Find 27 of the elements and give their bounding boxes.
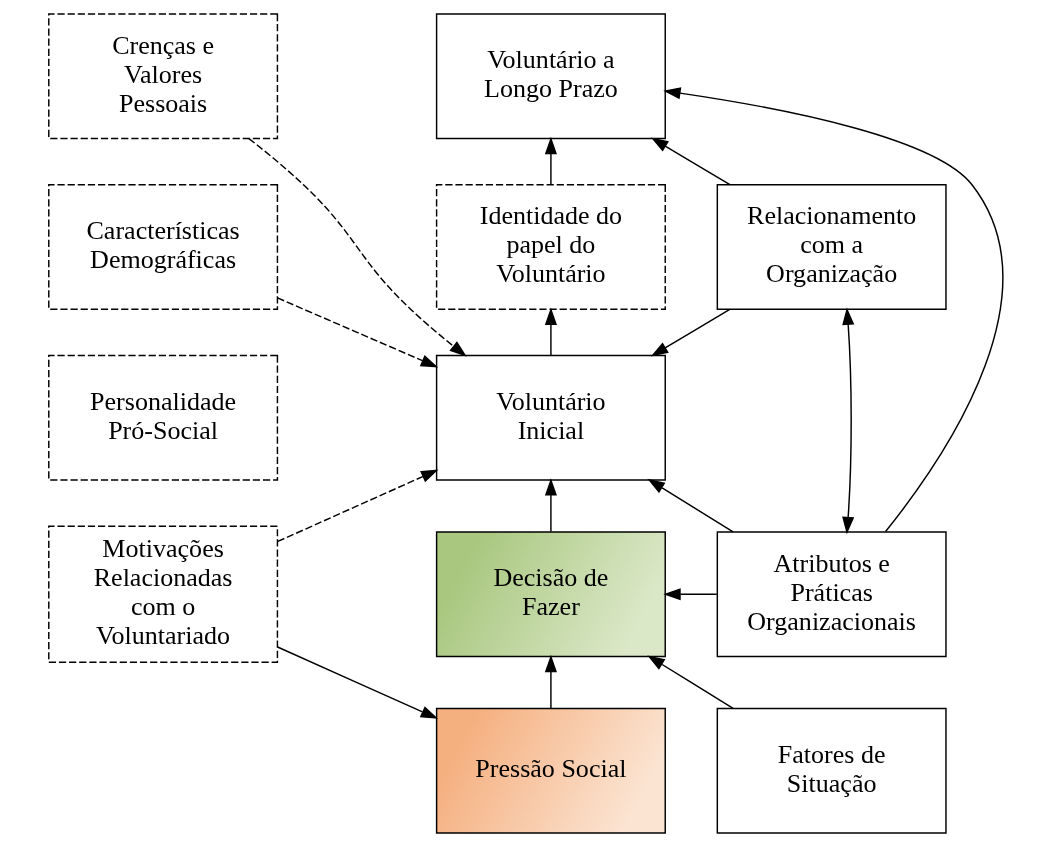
node-box: Voluntário a Longo Prazo (435, 13, 666, 140)
node-box: Personalidade Pró-Social (47, 354, 278, 481)
node-box: Fatores de Situação (716, 707, 947, 834)
node-box: Voluntário Inicial (435, 354, 666, 481)
arrow (276, 646, 438, 719)
arrow (276, 297, 438, 368)
node-box: Atributos e Práticas Organizacionais (716, 531, 947, 658)
arrow (841, 307, 854, 535)
arrow (544, 307, 557, 356)
arrow (662, 87, 1003, 533)
arrow (544, 654, 557, 709)
node-box: Identidade do papel do Voluntário (435, 184, 666, 310)
node-box: Relacionamento com a Organização (716, 184, 947, 310)
node-box: Motivações Relacionadas com o Voluntariado (47, 525, 278, 663)
arrow (247, 137, 467, 357)
node-box: Pressão Social (435, 707, 666, 834)
node-box: Decisão de Fazer (435, 531, 666, 658)
node-box: Características Demográficas (47, 184, 278, 310)
arrow (544, 136, 557, 186)
node-box: Crenças e Valores Pessoais (47, 13, 278, 140)
arrow (646, 478, 734, 533)
arrow (544, 478, 557, 533)
arrow (646, 655, 734, 710)
arrow (650, 137, 731, 186)
arrow (276, 469, 438, 543)
arrow (662, 588, 717, 601)
arrow (650, 308, 730, 357)
